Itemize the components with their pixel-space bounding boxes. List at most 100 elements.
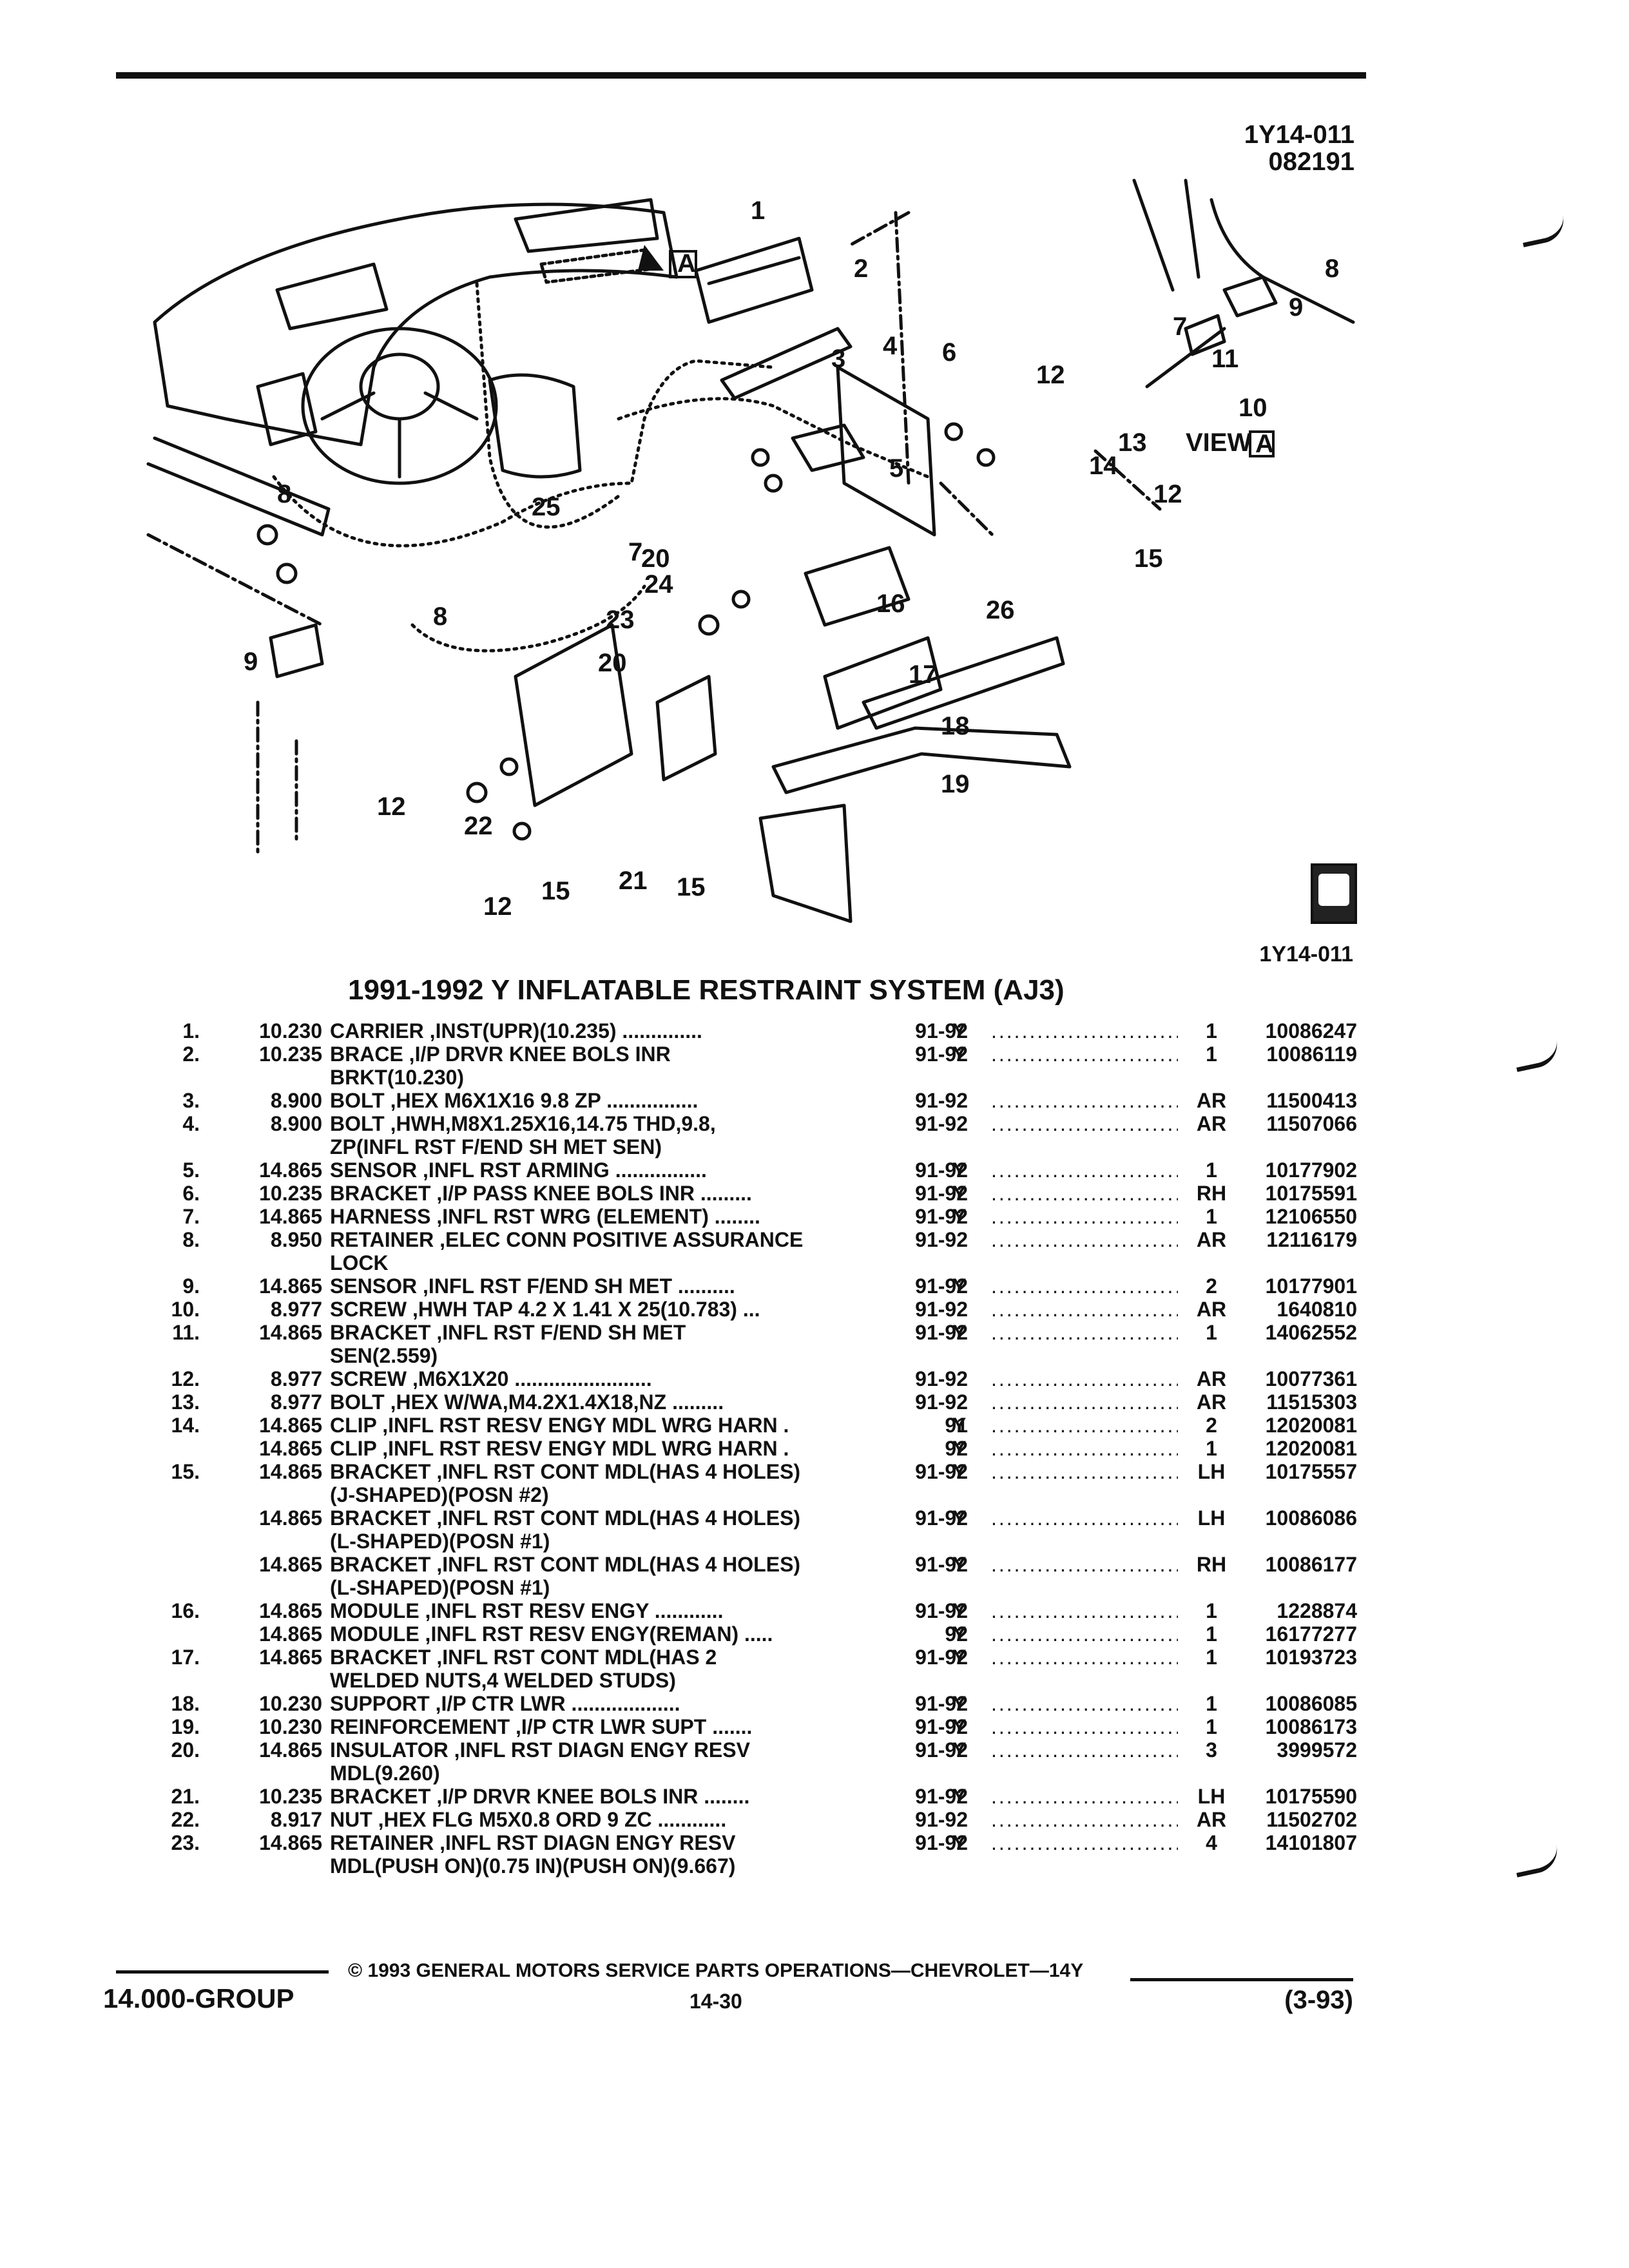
callout-24: 24 (644, 570, 673, 599)
leader-dots: ........................................… (991, 1715, 1178, 1738)
gm-part-number: 10193723 (1265, 1646, 1357, 1669)
leader-dots: ........................................… (991, 1228, 1178, 1251)
leader-dots: ........................................… (991, 1089, 1178, 1112)
part-description: BRACKET ,I/P PASS KNEE BOLS INR ........… (330, 1182, 752, 1205)
part-description: CLIP ,INFL RST RESV ENGY MDL WRG HARN . (330, 1437, 789, 1460)
quantity: 1 (1206, 1599, 1217, 1622)
gm-part-number: 10177901 (1265, 1274, 1357, 1298)
quantity: 3 (1206, 1738, 1217, 1762)
part-description: BRACKET ,INFL RST CONT MDL(HAS 4 HOLES) (330, 1506, 801, 1530)
callout-26: 26 (986, 596, 1015, 624)
group-code: 10.230 (259, 1019, 322, 1043)
part-number-index: 7. (182, 1205, 200, 1228)
leader-dots: ........................................… (991, 1553, 1178, 1576)
group-code: 10.235 (259, 1785, 322, 1808)
gm-part-number: 10175590 (1265, 1785, 1357, 1808)
callout-10: 10 (1239, 394, 1268, 422)
group-code: 10.235 (259, 1043, 322, 1066)
callout-12: 12 (1036, 361, 1065, 389)
group-code: 8.900 (270, 1089, 322, 1112)
leader-dots: ........................................… (991, 1158, 1178, 1182)
model-years: 91-92 (915, 1599, 968, 1622)
gm-part-number: 10086085 (1265, 1692, 1357, 1715)
part-number-index: 9. (182, 1274, 200, 1298)
part-description: NUT ,HEX FLG M5X0.8 ORD 9 ZC ...........… (330, 1808, 727, 1831)
part-description: SENSOR ,INFL RST ARMING ................ (330, 1158, 707, 1182)
binder-mark (1518, 215, 1568, 247)
part-description: BOLT ,HEX M6X1X16 9.8 ZP ...............… (330, 1089, 699, 1112)
quantity: AR (1196, 1367, 1227, 1390)
quantity: 4 (1206, 1831, 1217, 1854)
callout-8b: 8 (433, 602, 447, 631)
gm-part-number: 10086173 (1265, 1715, 1357, 1738)
callout-11: 11 (1211, 345, 1239, 373)
table-row: (J-SHAPED)(POSN #2) (0, 1483, 1629, 1506)
model-years: 91-92 (915, 1043, 968, 1066)
model-years: 91-92 (915, 1228, 968, 1251)
series-code: Y (952, 1158, 967, 1182)
part-description: INSULATOR ,INFL RST DIAGN ENGY RESV (330, 1738, 750, 1762)
gm-part-number: 3999572 (1277, 1738, 1357, 1762)
part-number-index: 4. (182, 1112, 200, 1135)
leader-dots: ........................................… (991, 1622, 1178, 1646)
gm-part-number: 10175591 (1265, 1182, 1357, 1205)
leader-dots: ........................................… (991, 1390, 1178, 1414)
model-years: 91-92 (915, 1390, 968, 1414)
series-code: Y (952, 1785, 967, 1808)
callout-20b: 20 (598, 649, 627, 677)
callout-12d: 12 (483, 892, 512, 921)
part-description: (L-SHAPED)(POSN #1) (330, 1576, 550, 1599)
view-label: VIEW (1186, 428, 1251, 457)
model-years: 91-92 (915, 1367, 968, 1390)
part-description: BRACKET ,INFL RST CONT MDL(HAS 4 HOLES) (330, 1553, 801, 1576)
callout-3: 3 (831, 345, 845, 373)
leader-dots: ........................................… (991, 1112, 1178, 1135)
model-years: 91-92 (915, 1553, 968, 1576)
part-description: BOLT ,HWH,M8X1.25X16,14.75 THD,9.8, (330, 1112, 716, 1135)
leader-dots: ........................................… (991, 1808, 1178, 1831)
series-code: Y (952, 1831, 967, 1854)
part-number-index: 1. (182, 1019, 200, 1043)
footer-date: (3-93) (1284, 1986, 1353, 2014)
series-code: Y (952, 1043, 967, 1066)
callout-22: 22 (464, 812, 493, 840)
part-number-index: 22. (171, 1808, 200, 1831)
part-description: MODULE ,INFL RST RESV ENGY(REMAN) ..... (330, 1622, 773, 1646)
quantity: LH (1197, 1460, 1226, 1483)
callout-6: 6 (942, 338, 956, 367)
series-code: Y (952, 1506, 967, 1530)
table-row: ZP(INFL RST F/END SH MET SEN) (0, 1135, 1629, 1158)
part-description: BRACKET ,I/P DRVR KNEE BOLS INR ........ (330, 1785, 750, 1808)
quantity: 1 (1206, 1043, 1217, 1066)
top-rule (116, 72, 1366, 79)
part-description: HARNESS ,INFL RST WRG (ELEMENT) ........ (330, 1205, 760, 1228)
quantity: AR (1196, 1228, 1227, 1251)
model-years: 92 (945, 1622, 968, 1646)
part-description: BRACKET ,INFL RST F/END SH MET (330, 1321, 686, 1344)
model-years: 91-92 (915, 1808, 968, 1831)
gm-part-number: 12020081 (1265, 1414, 1357, 1437)
part-description: MDL(PUSH ON)(0.75 IN)(PUSH ON)(9.667) (330, 1854, 736, 1878)
part-number-index: 12. (171, 1367, 200, 1390)
gm-part-number: 1640810 (1277, 1298, 1357, 1321)
part-number-index: 14. (171, 1414, 200, 1437)
group-code: 14.865 (259, 1599, 322, 1622)
part-description: SCREW ,HWH TAP 4.2 X 1.41 X 25(10.783) .… (330, 1298, 760, 1321)
gm-part-number: 10175557 (1265, 1460, 1357, 1483)
gm-part-number: 10086119 (1266, 1043, 1357, 1066)
quantity: LH (1197, 1785, 1226, 1808)
model-years: 91-92 (915, 1506, 968, 1530)
part-description: SCREW ,M6X1X20 ........................ (330, 1367, 652, 1390)
gm-part-number: 16177277 (1265, 1622, 1357, 1646)
part-number-index: 23. (171, 1831, 200, 1854)
group-code: 10.230 (259, 1692, 322, 1715)
carrier-part (694, 236, 814, 324)
quantity: AR (1196, 1112, 1227, 1135)
callout-7: 7 (628, 538, 642, 566)
